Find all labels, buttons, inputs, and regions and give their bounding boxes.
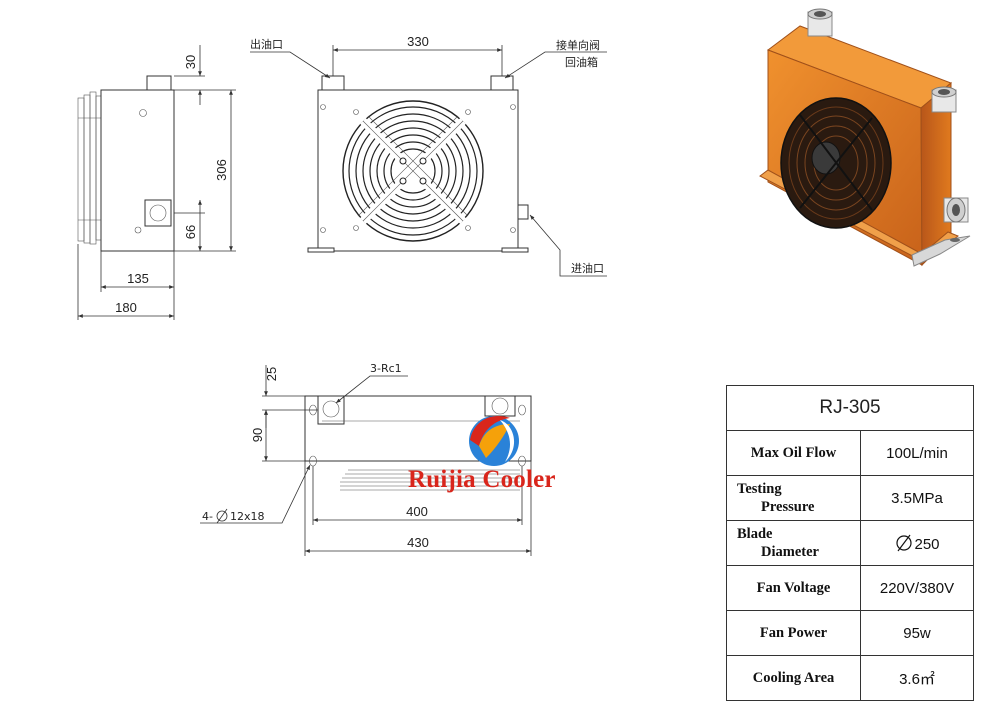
spec-label: Fan Power [726, 610, 861, 656]
side-dim-inner-width: 135 [127, 271, 149, 286]
bottom-dim-top: 25 [264, 367, 279, 381]
bottom-dim-inner-length: 400 [406, 504, 428, 519]
ruijia-logo [469, 416, 519, 466]
front-fan-guard [342, 100, 484, 242]
bottom-port [322, 400, 340, 418]
front-inlet-port [517, 204, 529, 220]
spec-label: Max Oil Flow [726, 430, 861, 476]
spec-label: Testing Pressure [726, 475, 861, 521]
holes-spec: 12x18 [230, 510, 265, 523]
spec-label: Blade Diameter [726, 520, 861, 566]
side-dim-port: 66 [183, 225, 198, 239]
table-row: Blade Diameter 250 [726, 520, 974, 566]
front-view: 330 出油口 接单向阀 回油箱 进油口 [250, 34, 607, 277]
watermark: Ruijia Cooler [408, 466, 556, 493]
table-row: Fan Power 95w [726, 610, 974, 656]
spec-value: 250 [914, 536, 940, 553]
table-row: Fan Voltage 220V/380V [726, 565, 974, 611]
spec-value: 3.5MPa [860, 475, 974, 521]
side-view: 30 306 66 135 180 [77, 45, 236, 320]
spec-label-line: Blade [737, 526, 773, 542]
side-dim-width: 180 [115, 300, 137, 315]
bottom-fins [340, 469, 520, 491]
bottom-dim-length: 430 [407, 535, 429, 550]
spec-value: 100L/min [860, 430, 974, 476]
table-row: Testing Pressure 3.5MPa [726, 475, 974, 521]
side-dim-top: 30 [183, 55, 198, 69]
spec-value: 95w [860, 610, 974, 656]
spec-label-line: Testing [737, 481, 782, 497]
side-top-port [146, 75, 172, 91]
inlet-label: 进油口 [571, 261, 604, 275]
bottom-view: 25 90 400 430 3-Rc1 4- 12x18 [200, 362, 532, 556]
spec-label-line: Pressure [761, 499, 815, 515]
table-row: Max Oil Flow 100L/min [726, 430, 974, 476]
check-valve-label-1: 接单向阀 [556, 38, 600, 52]
spec-value-cell: 250 [860, 520, 974, 566]
front-return-port [490, 75, 514, 91]
spec-table: RJ-305 Max Oil Flow 100L/min Testing Pre… [726, 385, 974, 701]
side-inlet-port [144, 199, 172, 227]
check-valve-label-2: 回油箱 [565, 55, 598, 69]
side-dim-height: 306 [214, 159, 229, 181]
diameter-icon [216, 508, 228, 524]
holes-label: 4- [202, 510, 213, 523]
spec-label: Fan Voltage [726, 565, 861, 611]
spec-value: 220V/380V [860, 565, 974, 611]
spec-label: Cooling Area [726, 655, 861, 701]
diameter-icon [896, 534, 913, 552]
spec-value: 3.6㎡ [860, 655, 974, 701]
outlet-label: 出油口 [250, 37, 283, 51]
cooler-3d-render [759, 8, 971, 267]
front-dim-width: 330 [407, 34, 429, 49]
spec-label-line: Diameter [761, 544, 819, 560]
bottom-dim-spacing: 90 [250, 428, 265, 442]
table-row: Cooling Area 3.6㎡ [726, 655, 974, 701]
side-fan-guard [77, 97, 85, 242]
front-outlet-port [321, 75, 345, 91]
ports-label: 3-Rc1 [370, 362, 402, 375]
table-row: RJ-305 [726, 385, 974, 431]
model-name: RJ-305 [726, 385, 974, 431]
